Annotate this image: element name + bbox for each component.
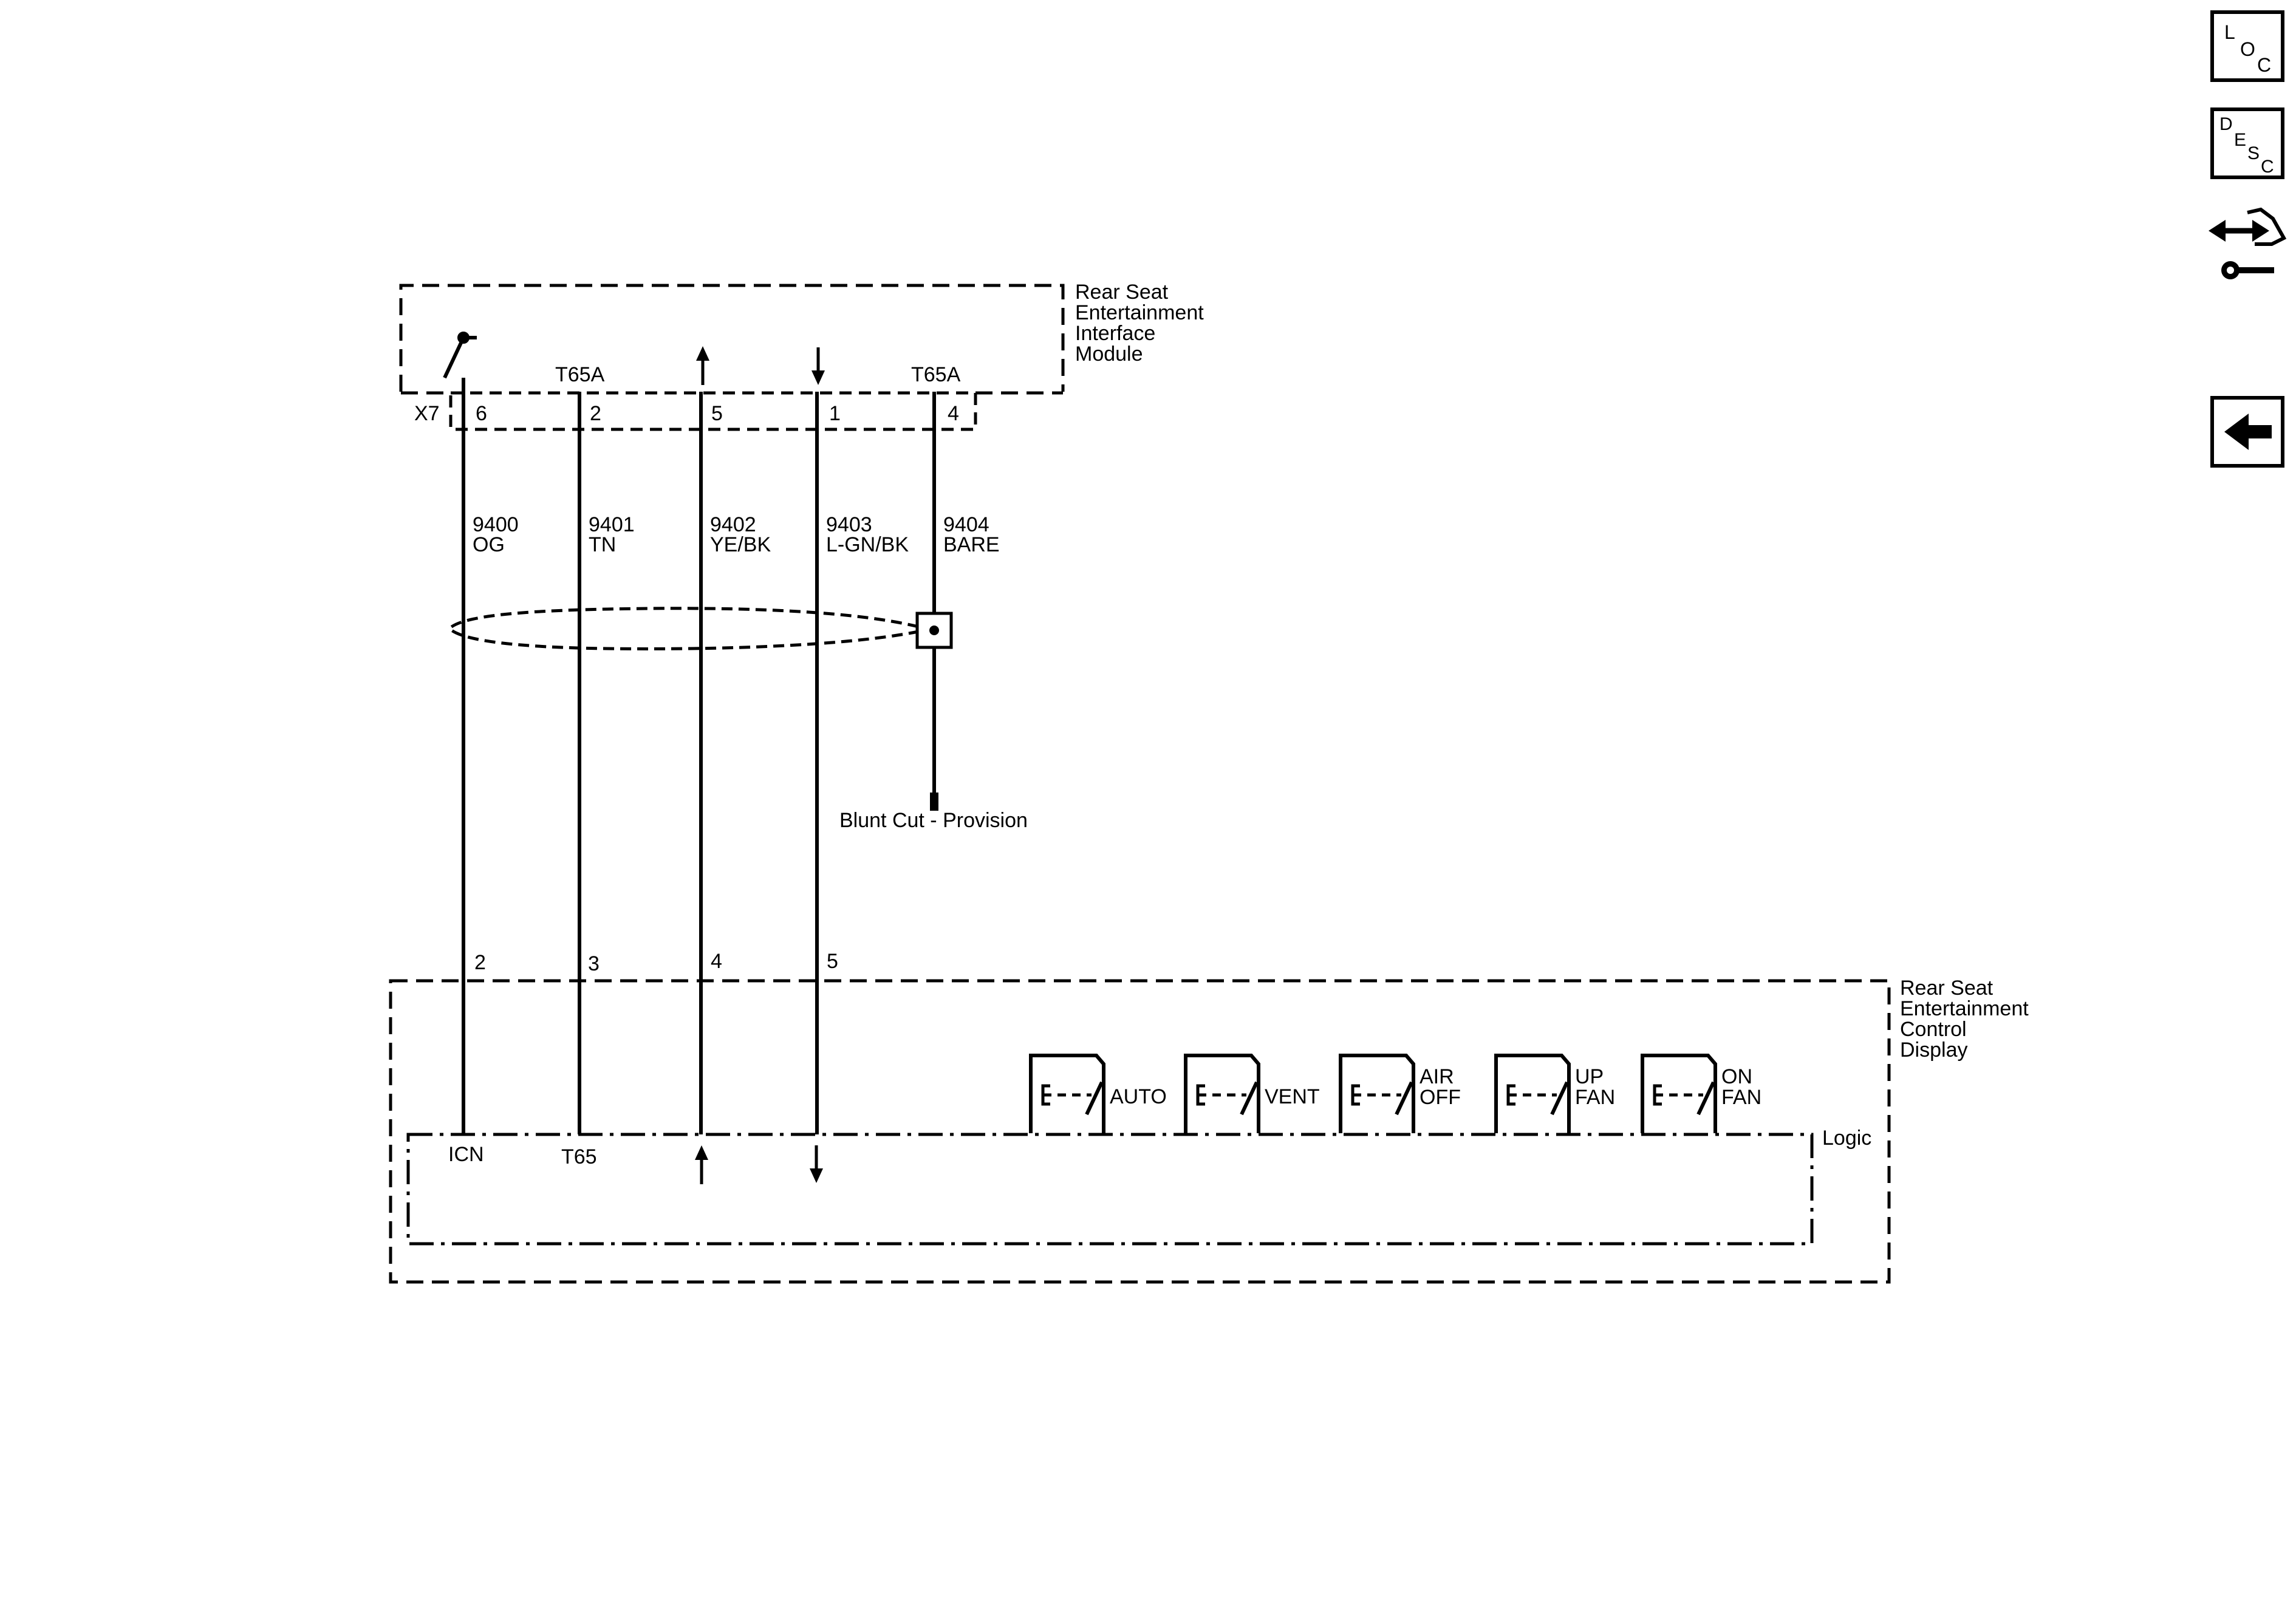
switch-label: OFF [1420,1086,1461,1109]
switch-contact [1696,1081,1715,1116]
control-display-title-line: Entertainment [1900,997,2029,1020]
interface-module-title-line: Interface [1075,322,1155,345]
bottom-pin-number: 3 [588,952,600,975]
connector-repair-icon[interactable] [2209,207,2287,279]
control-display-title-line: Rear Seat [1900,977,1994,1000]
back-arrow-icon [2224,414,2272,450]
switch-contact [1550,1081,1569,1116]
blunt-cut-end [930,793,938,811]
top-pin-number: 2 [590,402,601,425]
wire-color: BARE [943,533,1000,556]
switch-label: AUTO [1110,1085,1167,1108]
wire-color: TN [589,533,616,556]
switch-label: FAN [1575,1086,1615,1109]
logic-label: Logic [1822,1127,1871,1150]
desc-button[interactable]: D E S C [2210,107,2284,179]
circuit-number: 9403 [826,513,872,536]
input-switch-symbol [443,332,477,379]
switch-housing [1029,1054,1105,1133]
logic-input-label: ICN [448,1143,484,1166]
interface-module-title-line: Rear Seat [1075,281,1169,304]
connector-x7-body [449,391,977,431]
desc-letter: D [2219,114,2233,134]
desc-letter: E [2234,130,2246,150]
downward-arrow-icon [811,347,825,385]
switch-housing [1339,1054,1415,1133]
top-pin-number: 1 [829,402,841,425]
desc-letter: S [2247,143,2260,163]
momentary-switch: AUTO [1029,1054,1167,1133]
interface-module [399,284,1065,395]
signal-label: T65A [555,363,605,386]
top-pin-number: 4 [948,402,959,425]
logic-input-label: T65 [561,1145,597,1168]
bottom-pin-number: 5 [827,950,838,973]
switch-label: AIR [1420,1065,1454,1088]
circuit-number: 9402 [710,513,756,536]
switch-label: UP [1575,1065,1604,1088]
switch-contact [1395,1081,1413,1116]
desc-letter: C [2261,157,2274,177]
momentary-switch: VENT [1184,1054,1320,1133]
control-display-title: Rear Seat Entertainment Control Display [1900,977,2029,1062]
wires [462,378,936,1134]
loc-letter: L [2224,21,2235,43]
switch-contact [1240,1081,1259,1116]
switch-housing [1184,1054,1260,1133]
loc-letter: C [2257,54,2271,76]
circuit-number: 9400 [473,513,519,536]
top-pin-number: 6 [476,402,487,425]
interface-module-title: Rear Seat Entertainment Interface Module [1075,281,1204,366]
shield-drain-splice [915,612,953,649]
switch-label: FAN [1721,1086,1761,1109]
switch-housing [1641,1054,1717,1133]
wire-color: YE/BK [710,533,771,556]
back-arrow-button[interactable] [2210,396,2284,468]
loc-letter: O [2240,38,2255,60]
cable-shield [447,607,953,650]
upward-arrow-icon [696,346,709,385]
connector-x7-label: X7 [414,402,440,425]
control-display-boundary [389,979,1891,1284]
wire-color: OG [473,533,505,556]
logic-upward-arrow-icon [695,1145,708,1184]
switch-label: VENT [1265,1085,1320,1108]
switch-label: ON [1721,1065,1752,1088]
bottom-pin-number: 4 [711,950,722,973]
top-pin-number: 5 [711,402,723,425]
interface-module-title-line: Entertainment [1075,301,1204,324]
loc-button[interactable]: L O C [2210,10,2284,82]
drain-splice-dot [929,626,939,635]
control-display-title-line: Display [1900,1038,1967,1062]
signal-label: T65A [911,363,961,386]
logic-block [406,1133,1814,1246]
control-display-title-line: Control [1900,1018,1967,1041]
blunt-cut-label: Blunt Cut - Provision [839,809,1028,832]
bottom-pin-number: 2 [474,951,486,974]
wire-color: L-GN/BK [826,533,909,556]
connector-x7: X7 [414,391,977,431]
circuit-number: 9401 [589,513,635,536]
interface-module-title-line: Module [1075,343,1143,366]
switch-contact [1085,1081,1104,1116]
switch-housing [1494,1054,1571,1133]
circuit-number: 9404 [943,513,989,536]
logic-downward-arrow-icon [810,1145,823,1183]
interface-module-boundary [399,284,1065,392]
